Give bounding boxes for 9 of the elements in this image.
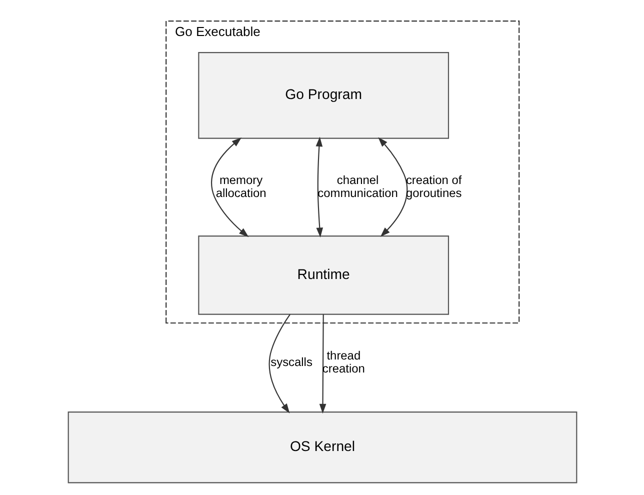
- node-box: OS Kernel: [67, 412, 577, 484]
- edge-label: syscalls: [270, 355, 312, 370]
- arrow: [315, 136, 323, 238]
- edge-label: memory allocation: [215, 172, 266, 200]
- arrow: [318, 314, 326, 414]
- node-box: Go Program: [198, 52, 449, 139]
- arrow: [210, 138, 248, 238]
- arrow: [378, 137, 408, 237]
- node-box: Runtime: [198, 236, 449, 315]
